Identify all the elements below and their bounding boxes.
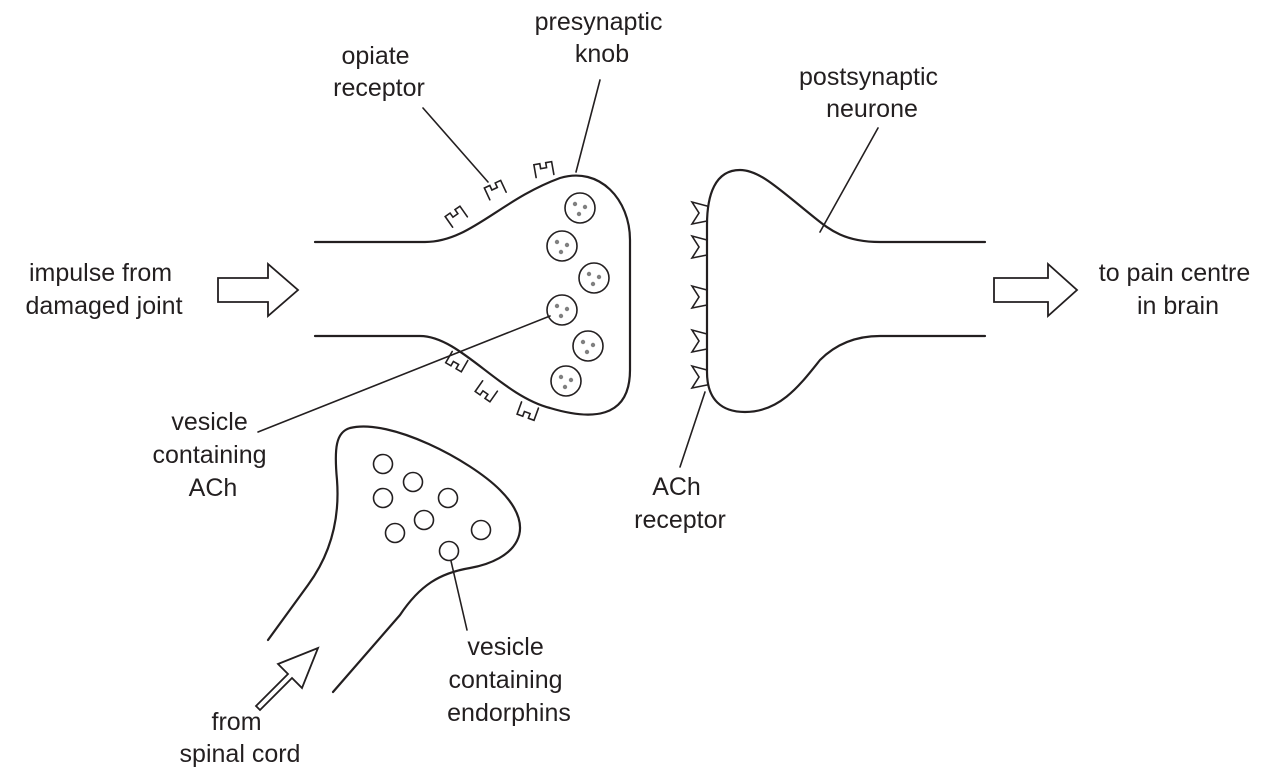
- impulse-label: impulse from damaged joint: [25, 259, 182, 320]
- spinal-cord-label: from spinal cord: [180, 708, 301, 768]
- endorphin-vesicle-1: [374, 455, 393, 474]
- presynaptic-knob-label: presynaptic knob: [535, 8, 670, 68]
- opiate-receptor-upper-3: [534, 162, 554, 178]
- opiate-receptor-upper-1: [445, 206, 467, 227]
- ach-vesicle-4: [547, 295, 577, 325]
- vesicle-ach-label: vesicle containing ACh: [153, 408, 274, 502]
- ach-receptor-label: ACh receptor: [634, 473, 726, 534]
- ach-vesicle-2: [547, 231, 577, 261]
- vesicle-ach-leader: [258, 316, 550, 432]
- spinal-cord-arrow-fix: [256, 648, 318, 710]
- endorphin-vesicle-5: [415, 511, 434, 530]
- impulse-arrow-icon: [218, 264, 298, 316]
- endorphin-vesicle-7: [472, 521, 491, 540]
- postsynaptic-neurone-leader: [820, 128, 878, 232]
- opiate-receptor-leader: [423, 108, 488, 182]
- pain-centre-arrow-icon: [994, 264, 1077, 316]
- opiate-receptor-label: opiate receptor: [333, 42, 425, 102]
- pain-centre-label: to pain centre in brain: [1099, 259, 1257, 320]
- endorphin-vesicle-8: [440, 542, 459, 561]
- endorphin-vesicle-2: [404, 473, 423, 492]
- opiate-receptor-upper-2: [484, 180, 506, 199]
- endorphin-vesicle-3: [374, 489, 393, 508]
- ach-receptor-1: [692, 202, 707, 224]
- ach-vesicle-3: [579, 263, 609, 293]
- opiate-receptor-lower-3: [517, 402, 538, 420]
- presynaptic-knob-leader: [576, 80, 600, 172]
- postsynaptic-neurone-outline: [707, 170, 985, 412]
- endorphin-vesicle-4: [439, 489, 458, 508]
- ach-receptor-2: [692, 236, 707, 258]
- opiate-receptor-lower-2: [475, 381, 497, 402]
- ach-receptor-leader: [680, 392, 705, 467]
- ach-receptor-4: [692, 330, 707, 352]
- postsynaptic-neurone-label: postsynaptic neurone: [799, 63, 945, 123]
- vesicle-endorphins-label: vesicle containing endorphins: [447, 633, 571, 727]
- ach-receptor-5: [692, 366, 707, 388]
- ach-vesicle-5: [573, 331, 603, 361]
- ach-vesicle-6: [551, 366, 581, 396]
- ach-vesicle-1: [565, 193, 595, 223]
- ach-receptor-3: [692, 286, 707, 308]
- endorphin-vesicle-6: [386, 524, 405, 543]
